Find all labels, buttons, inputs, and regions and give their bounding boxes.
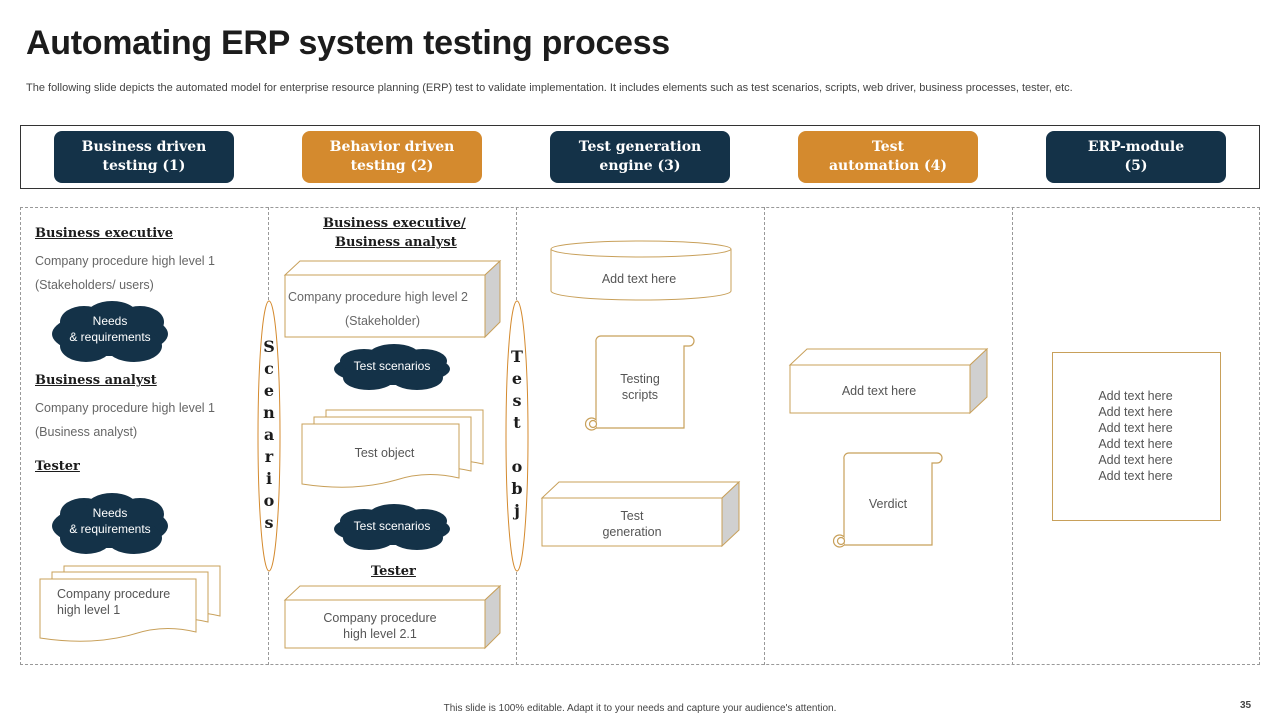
erp-module-text-list: Add text here Add text here Add text her… bbox=[1052, 388, 1219, 484]
col1-text-1b: (Stakeholders/ users) bbox=[35, 278, 154, 292]
stage-2-pill: Behavior driven testing (2) bbox=[302, 131, 482, 183]
database-cylinder bbox=[550, 240, 732, 301]
erp-module-line: Add text here bbox=[1098, 469, 1173, 483]
test-obj-letter: b bbox=[511, 479, 523, 498]
test-scenarios-cloud-2-label: Test scenarios bbox=[353, 519, 431, 533]
tester-heading-col1: Tester bbox=[35, 459, 80, 474]
erp-module-line: Add text here bbox=[1098, 389, 1173, 403]
col1-text-2a: Company procedure high level 1 bbox=[35, 401, 215, 415]
stage-header-frame bbox=[20, 125, 1260, 189]
tester-heading-col2: Tester bbox=[371, 564, 416, 579]
test-obj-connector bbox=[505, 300, 529, 572]
business-executive-heading: Business executive bbox=[35, 226, 174, 241]
cylinder-label: Add text here bbox=[601, 272, 677, 286]
testing-scripts-label: Testing scripts bbox=[620, 372, 660, 402]
test-scenarios-cloud-1-label: Test scenarios bbox=[353, 359, 431, 373]
test-obj-letter: j bbox=[514, 501, 520, 520]
col2-3d-box-2 bbox=[283, 584, 502, 650]
multi-document-icon bbox=[39, 565, 221, 642]
test-object-document-icon bbox=[301, 409, 484, 488]
col2-3d-box-1 bbox=[283, 259, 502, 339]
scenarios-connector bbox=[257, 300, 281, 572]
business-executive-analyst-heading: Business executive/ bbox=[323, 216, 466, 231]
business-executive-analyst-heading-2: Business analyst bbox=[335, 235, 457, 250]
testing-scripts-scroll bbox=[585, 335, 695, 431]
stage-5-pill: ERP-module (5) bbox=[1046, 131, 1226, 183]
test-scenarios-cloud-1 bbox=[334, 344, 450, 390]
col2-box2-label: Company procedure high level 2.1 bbox=[323, 611, 437, 641]
scenarios-letter: i bbox=[265, 469, 273, 488]
page-number: 35 bbox=[1240, 700, 1252, 711]
test-obj-letter: e bbox=[511, 369, 523, 388]
slide-subtitle: The following slide depicts the automate… bbox=[26, 82, 1073, 94]
erp-module-line: Add text here bbox=[1098, 421, 1173, 435]
needs-cloud-2 bbox=[52, 493, 168, 554]
scenarios-letter: r bbox=[264, 447, 274, 466]
slide-title: Automating ERP system testing process bbox=[26, 24, 670, 62]
needs-cloud-1-label: Needs & requirements bbox=[69, 314, 151, 344]
col4-3d-box bbox=[788, 347, 989, 415]
scenarios-letter: c bbox=[264, 359, 274, 378]
erp-module-line: Add text here bbox=[1098, 453, 1173, 467]
scenarios-letter: n bbox=[263, 403, 275, 422]
erp-module-line: Add text here bbox=[1098, 437, 1173, 451]
test-obj-letter: T bbox=[511, 347, 523, 366]
scenarios-letter: a bbox=[263, 425, 275, 444]
col2-box1-text-a: Company procedure high level 2 bbox=[288, 290, 468, 304]
footer-note: This slide is 100% editable. Adapt it to… bbox=[443, 703, 837, 714]
test-scenarios-cloud-2 bbox=[334, 504, 450, 550]
test-obj-letter: t bbox=[513, 413, 521, 432]
erp-module-box bbox=[1052, 352, 1221, 521]
scenarios-letter: S bbox=[263, 337, 275, 356]
col1-text-2b: (Business analyst) bbox=[35, 425, 138, 439]
stage-1-pill: Business driven testing (1) bbox=[54, 131, 234, 183]
col1-document-label: Company procedure high level 1 bbox=[57, 587, 171, 617]
erp-module-line: Add text here bbox=[1098, 405, 1173, 419]
needs-cloud-1 bbox=[52, 301, 168, 362]
col2-box1-text-b: (Stakeholder) bbox=[345, 314, 421, 328]
scenarios-letter: e bbox=[263, 381, 275, 400]
col4-box-label: Add text here bbox=[841, 384, 917, 398]
test-obj-letter: s bbox=[512, 391, 522, 410]
test-generation-3d-box bbox=[540, 480, 741, 548]
test-obj-letter: o bbox=[511, 457, 523, 476]
business-analyst-heading: Business analyst bbox=[35, 373, 157, 388]
stage-4-pill: Test automation (4) bbox=[798, 131, 978, 183]
scenarios-letter: o bbox=[263, 491, 275, 510]
test-generation-label: Test generation bbox=[602, 509, 662, 539]
verdict-scroll bbox=[833, 452, 943, 548]
scenarios-letter: s bbox=[264, 513, 274, 532]
column-divider bbox=[1012, 207, 1013, 665]
verdict-label: Verdict bbox=[868, 497, 908, 511]
stage-3-pill: Test generation engine (3) bbox=[550, 131, 730, 183]
needs-cloud-2-label: Needs & requirements bbox=[69, 506, 151, 536]
test-object-label: Test object bbox=[354, 446, 415, 460]
process-panel bbox=[20, 207, 1260, 665]
column-divider bbox=[764, 207, 765, 665]
col1-text-1a: Company procedure high level 1 bbox=[35, 254, 215, 268]
